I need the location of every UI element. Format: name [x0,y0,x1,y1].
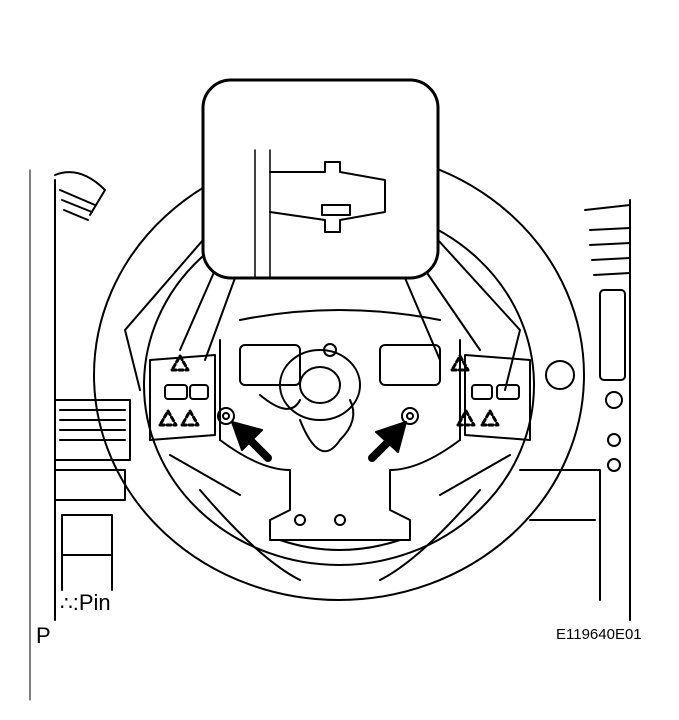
dashboard-right [519,199,631,621]
legend: ∴ : Pin [60,590,111,616]
legend-separator: : [72,590,79,615]
pin-symbol-icon: ∴ [60,592,73,615]
screw-right [401,407,419,425]
corner-letter: P [36,623,51,648]
callout-lines [124,239,521,391]
left-switch-pad [149,354,216,441]
detail-callout [201,78,440,280]
pin-markers-right [450,354,500,427]
legend-label: Pin [78,590,111,615]
figure-id: E119640E01 [556,626,642,643]
pin-markers-left [158,354,200,427]
dashboard-left [29,169,131,701]
arrow-left [231,421,272,462]
screw-left [217,407,235,425]
arrow-right [368,421,407,462]
right-switch-pad [464,354,531,441]
steering-wheel-hub [219,309,461,551]
